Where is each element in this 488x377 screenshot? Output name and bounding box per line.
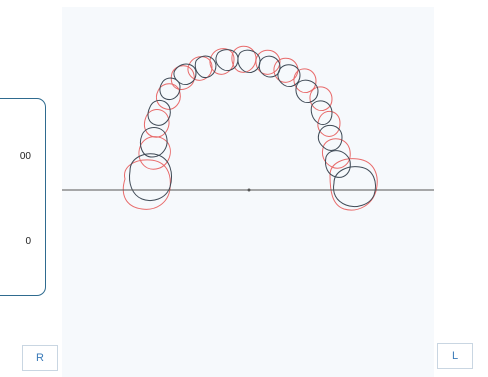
upper-tooth — [318, 111, 340, 136]
midline-center-dot — [248, 189, 251, 192]
lower-tooth — [296, 80, 318, 102]
lower-tooth — [238, 50, 260, 72]
right-side-button[interactable]: R — [22, 345, 58, 371]
lower-tooth — [311, 101, 332, 125]
lower-tooth — [130, 154, 172, 201]
lower-tooth — [174, 64, 196, 84]
lower-tooth — [334, 167, 376, 207]
upper-tooth — [310, 87, 332, 111]
dental-arch-overlay — [62, 7, 434, 377]
lower-tooth — [195, 56, 216, 77]
lower-tooth — [318, 125, 342, 150]
lower-tooth — [140, 128, 167, 158]
measurement-card: 00 0 — [0, 98, 46, 296]
measurement-value-bottom: 0 — [25, 236, 31, 247]
arch-viewport[interactable] — [62, 7, 434, 377]
lower-tooth — [216, 50, 238, 71]
left-side-button[interactable]: L — [437, 343, 473, 369]
measurement-value-top: 00 — [20, 151, 31, 162]
